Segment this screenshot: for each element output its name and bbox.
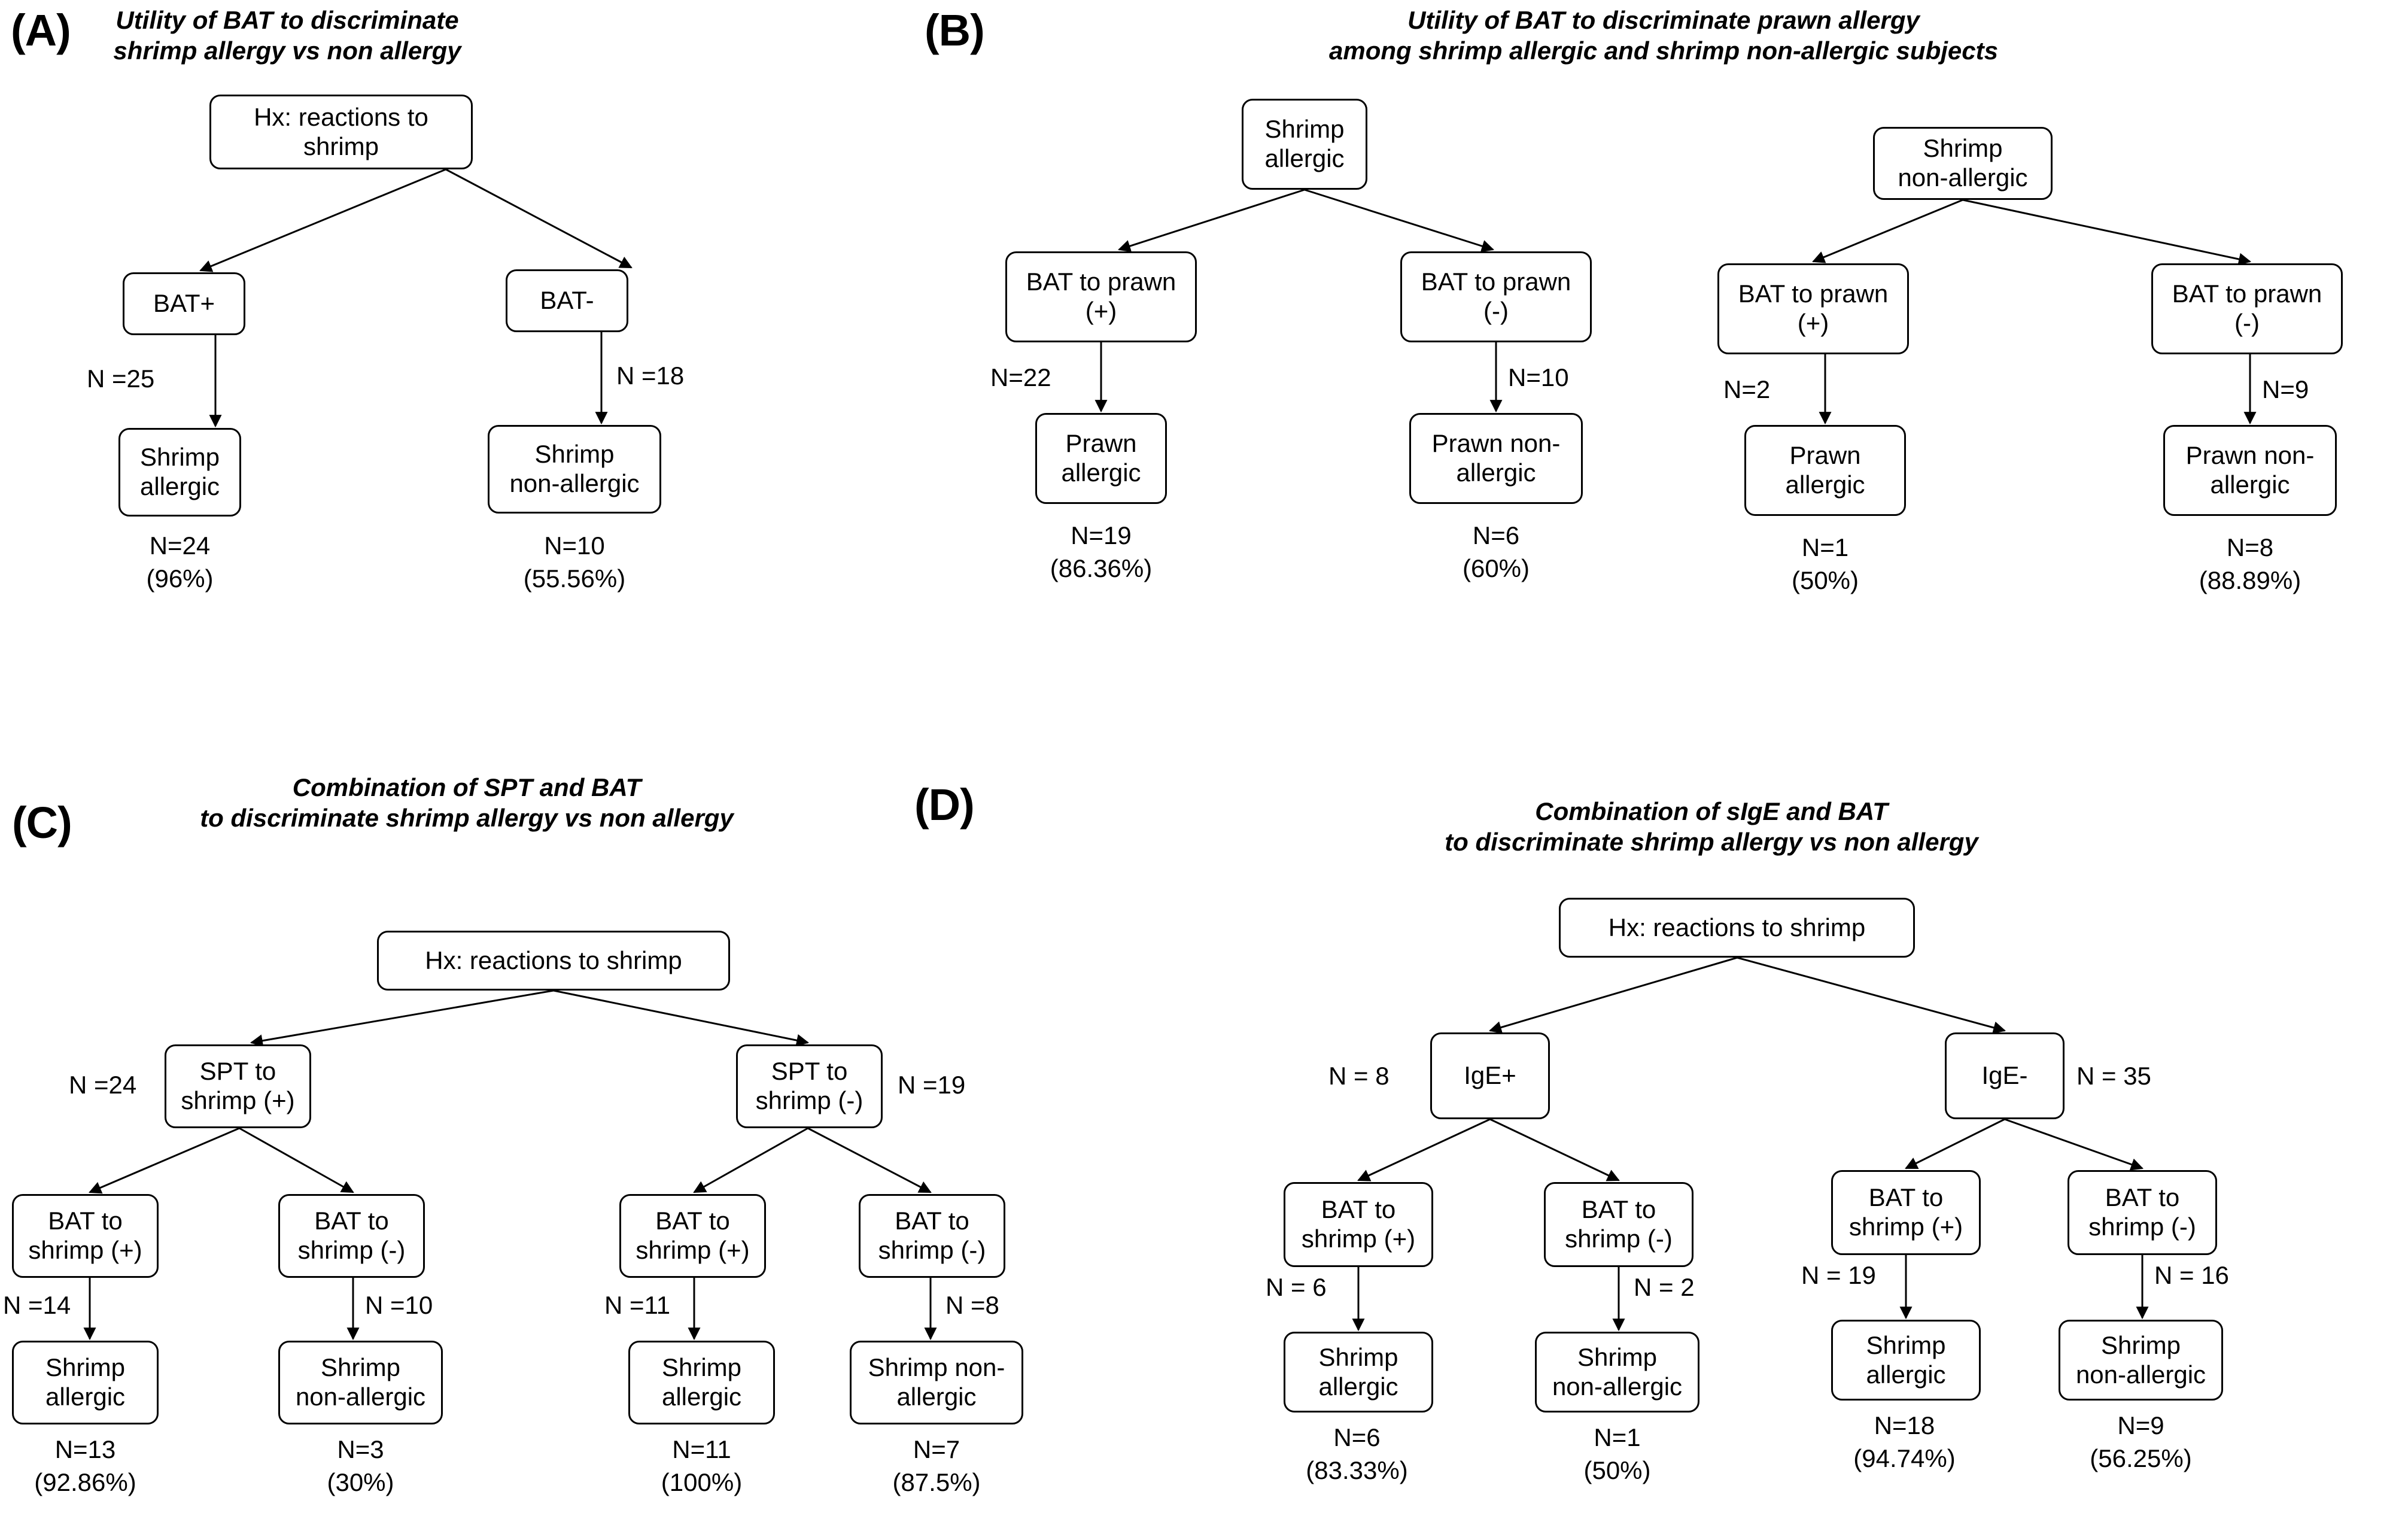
panel-letter-d: (D) <box>914 780 975 830</box>
node-c-sptp-bat-negative: BAT to shrimp (-) <box>278 1194 425 1278</box>
panel-letter-c: (C) <box>12 798 72 848</box>
node-d-igep-bat-negative: BAT to shrimp (-) <box>1544 1182 1693 1267</box>
edge-label-c-4: N =11 <box>604 1291 671 1319</box>
edge-label-b-2: N=2 <box>1723 375 1771 403</box>
edge-igen-to-bat-negative <box>2004 1118 2144 1171</box>
panel-letter-b: (B) <box>925 5 985 55</box>
leaf-note-a-1: N=10 (55.56%) <box>523 531 626 593</box>
node-d-igen-leaf-shrimp-non-allergic: Shrimp non-allergic <box>2059 1320 2223 1401</box>
node-b-sna-leaf-prawn-non-allergic: Prawn non- allergic <box>2163 425 2337 516</box>
edge-igen-to-bat-positive <box>1905 1118 2005 1170</box>
edge-label-d-5: N = 16 <box>2154 1261 2229 1289</box>
node-d-ige-positive: IgE+ <box>1430 1032 1550 1119</box>
node-c-sptp-leaf-shrimp-allergic: Shrimp allergic <box>12 1341 159 1424</box>
leaf-note-b-3: N=8 (88.89%) <box>2199 533 2301 594</box>
leaf-note-d-1: N=1 (50%) <box>1583 1423 1651 1484</box>
node-c-sptp-bat-positive: BAT to shrimp (+) <box>12 1194 159 1278</box>
node-c-sptn-leaf-shrimp-non-allergic: Shrimp non- allergic <box>850 1341 1023 1424</box>
panel-title-a: Utility of BAT to discriminate shrimp al… <box>113 6 461 65</box>
node-c-spt-shrimp-positive: SPT to shrimp (+) <box>165 1044 311 1128</box>
edge-label-b-1: N=10 <box>1508 363 1569 391</box>
edge-label-a-1: N =18 <box>616 362 685 390</box>
node-c-spt-shrimp-negative: SPT to shrimp (-) <box>736 1044 883 1128</box>
node-d-igep-bat-positive: BAT to shrimp (+) <box>1284 1182 1433 1267</box>
node-b-sa-bat-prawn-positive: BAT to prawn (+) <box>1005 251 1197 342</box>
node-b-root-shrimp-allergic: Shrimp allergic <box>1242 99 1367 190</box>
edge-label-d-0: N = 8 <box>1328 1062 1390 1090</box>
node-b-sa-leaf-prawn-allergic: Prawn allergic <box>1035 413 1167 504</box>
node-d-igen-bat-negative: BAT to shrimp (-) <box>2068 1170 2217 1255</box>
leaf-note-c-3: N=7 (87.5%) <box>892 1435 981 1496</box>
edge-igep-to-bat-positive <box>1357 1118 1491 1181</box>
edge-label-c-5: N =8 <box>945 1291 999 1319</box>
leaf-note-d-0: N=6 (83.33%) <box>1306 1423 1408 1484</box>
node-d-root-hx-reactions-to-shrimp: Hx: reactions to shrimp <box>1559 898 1915 958</box>
edge-igep-to-bat-negative <box>1489 1118 1620 1181</box>
edge-label-c-1: N =19 <box>898 1071 966 1099</box>
leaf-note-c-0: N=13 (92.86%) <box>34 1435 136 1496</box>
edge-label-d-2: N = 6 <box>1266 1273 1327 1301</box>
leaf-note-c-2: N=11 (100%) <box>661 1435 743 1496</box>
node-c-sptn-leaf-shrimp-allergic: Shrimp allergic <box>628 1341 775 1424</box>
node-b-root-shrimp-non-allergic: Shrimp non-allergic <box>1873 127 2053 200</box>
panel-title-c: Combination of SPT and BAT to discrimina… <box>200 773 734 833</box>
node-c-sptp-leaf-shrimp-non-allergic: Shrimp non-allergic <box>278 1341 443 1424</box>
node-d-igep-leaf-shrimp-non-allergic: Shrimp non-allergic <box>1535 1332 1699 1413</box>
leaf-note-b-0: N=19 (86.36%) <box>1050 521 1153 582</box>
leaf-note-d-3: N=9 (56.25%) <box>2090 1411 2192 1472</box>
edge-label-c-0: N =24 <box>69 1071 137 1099</box>
node-c-sptn-bat-negative: BAT to shrimp (-) <box>859 1194 1005 1278</box>
node-d-igep-leaf-shrimp-allergic: Shrimp allergic <box>1284 1332 1433 1413</box>
edge-root-to-ige-positive <box>1488 956 1738 1034</box>
edge-label-b-3: N=9 <box>2262 375 2309 403</box>
node-a-leaf-shrimp-allergic: Shrimp allergic <box>118 428 241 517</box>
panel-title-b: Utility of BAT to discriminate prawn all… <box>1329 6 1998 65</box>
node-a-bat-positive: BAT+ <box>123 272 245 335</box>
node-d-igen-bat-positive: BAT to shrimp (+) <box>1831 1170 1981 1255</box>
node-b-sna-bat-prawn-positive: BAT to prawn (+) <box>1717 263 1909 354</box>
node-b-sna-bat-prawn-negative: BAT to prawn (-) <box>2151 263 2343 354</box>
node-b-sa-leaf-prawn-non-allergic: Prawn non- allergic <box>1409 413 1583 504</box>
leaf-note-b-1: N=6 (60%) <box>1462 521 1530 582</box>
edge-root-to-ige-negative <box>1737 956 2006 1034</box>
node-d-ige-negative: IgE- <box>1945 1032 2065 1119</box>
node-b-sna-leaf-prawn-allergic: Prawn allergic <box>1744 425 1906 516</box>
node-a-leaf-shrimp-non-allergic: Shrimp non-allergic <box>488 425 661 514</box>
node-a-bat-negative: BAT- <box>506 269 628 332</box>
node-c-sptn-bat-positive: BAT to shrimp (+) <box>619 1194 766 1278</box>
leaf-note-a-0: N=24 (96%) <box>146 531 214 593</box>
edge-label-c-2: N =14 <box>3 1291 71 1319</box>
node-a-root-hx-reactions-to-shrimp: Hx: reactions to shrimp <box>209 95 473 169</box>
edge-label-a-0: N =25 <box>87 364 155 393</box>
leaf-note-c-1: N=3 (30%) <box>327 1435 394 1496</box>
edge-label-d-3: N = 2 <box>1634 1273 1695 1301</box>
edge-label-d-4: N = 19 <box>1801 1261 1876 1289</box>
leaf-note-d-2: N=18 (94.74%) <box>1853 1411 1956 1472</box>
node-b-sa-bat-prawn-negative: BAT to prawn (-) <box>1400 251 1592 342</box>
panel-letter-a: (A) <box>11 5 71 55</box>
node-d-igen-leaf-shrimp-allergic: Shrimp allergic <box>1831 1320 1981 1401</box>
node-c-root-hx-reactions-to-shrimp: Hx: reactions to shrimp <box>377 931 730 991</box>
edge-label-c-3: N =10 <box>365 1291 433 1319</box>
leaf-note-b-2: N=1 (50%) <box>1791 533 1859 594</box>
panel-title-d: Combination of sIgE and BAT to discrimin… <box>1445 797 1978 856</box>
edge-label-b-0: N=22 <box>990 363 1051 391</box>
edge-label-d-1: N = 35 <box>2076 1062 2151 1090</box>
